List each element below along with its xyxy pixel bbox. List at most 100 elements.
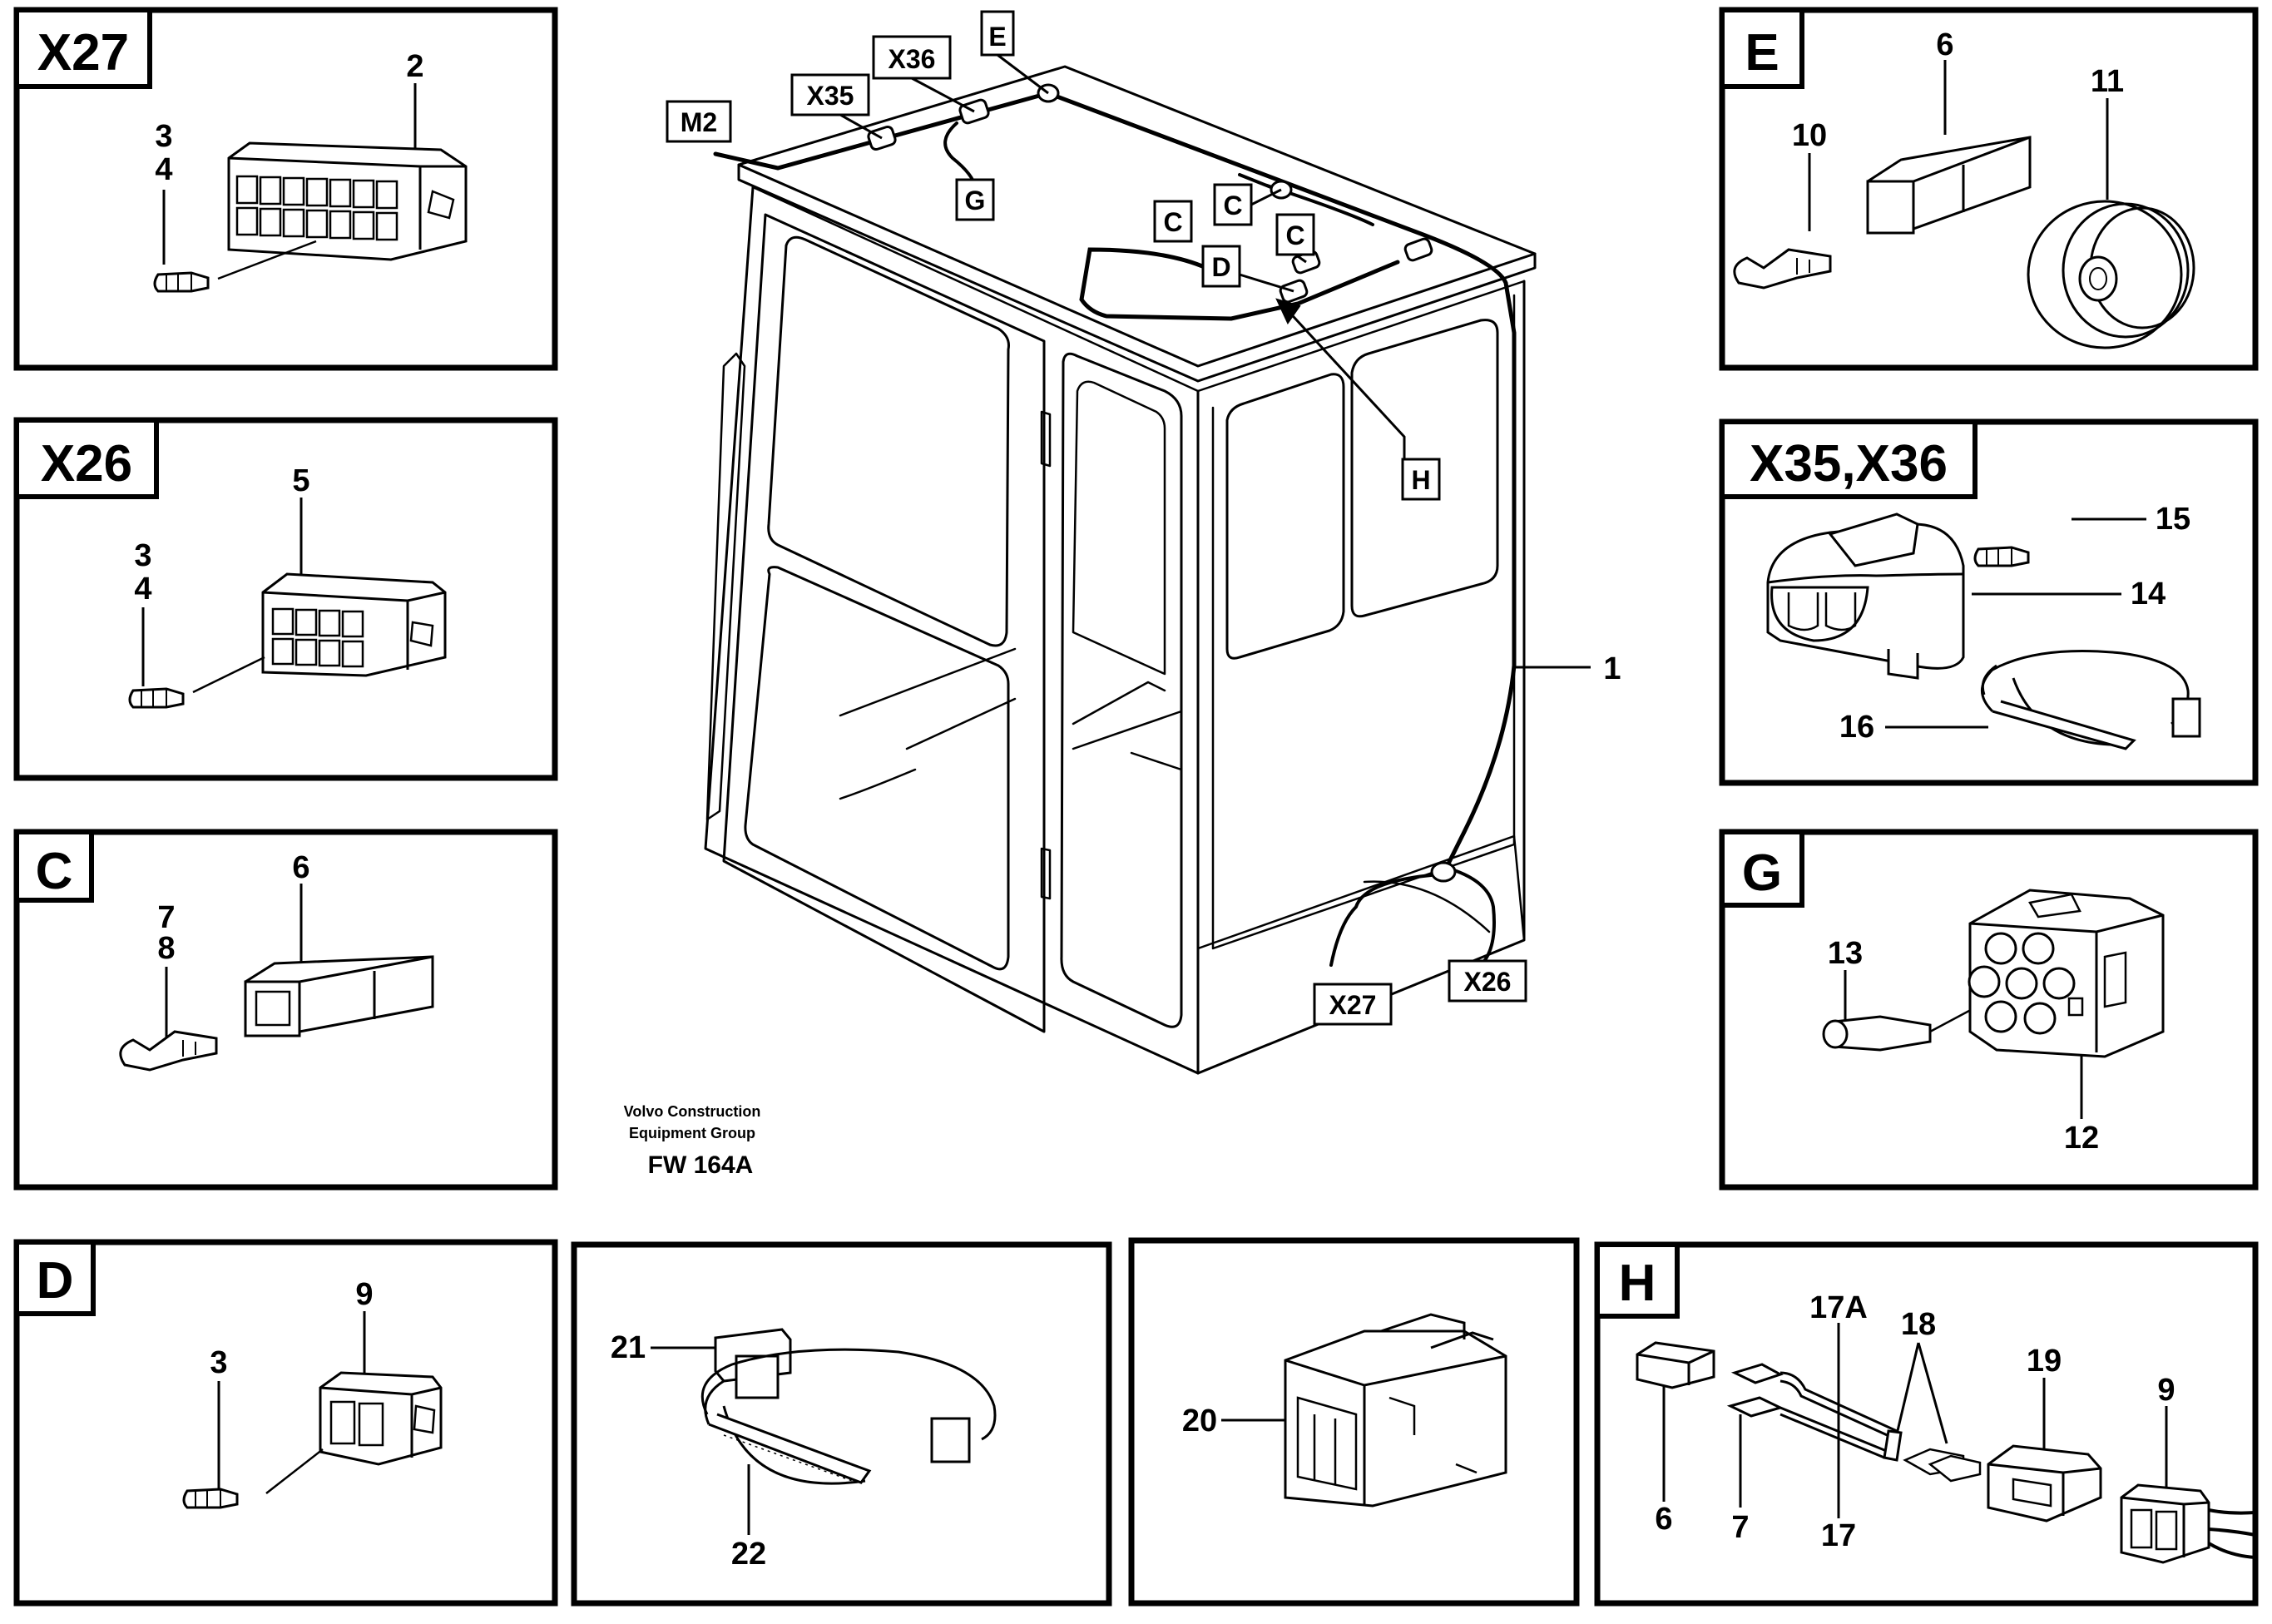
company-line-2: Equipment Group [629, 1125, 755, 1141]
panel-x27: X27 2 3 4 [13, 7, 558, 371]
panel-cable-ties-frame [571, 1241, 1112, 1607]
callout-x36: X36 [889, 44, 936, 74]
label-16: 16 [1839, 710, 1874, 745]
label-7: 7 [157, 900, 175, 935]
main-callouts: E X36 X35 M2 G C C C D H X27 X26 1 [666, 10, 1621, 1026]
panel-d-title-box [14, 1240, 96, 1316]
x35-terminal-pin [1973, 546, 2030, 567]
company-line-1: Volvo Construction [624, 1103, 761, 1120]
label-3: 3 [134, 538, 151, 573]
label-2: 2 [406, 49, 423, 84]
panel-housing-20-frame [1128, 1237, 1580, 1607]
callout-h: H [1411, 465, 1430, 495]
e-flat-terminal [1733, 248, 1832, 290]
label-1: 1 [1603, 651, 1621, 686]
panel-h-title-box [1595, 1242, 1680, 1319]
panel-g-frame [1719, 829, 2259, 1191]
panel-e-title-box [1720, 7, 1804, 89]
figure-code: FW 164A [648, 1151, 754, 1179]
cab-door [722, 213, 1046, 1033]
x27-wire-line [217, 240, 317, 280]
panel-c-frame [13, 829, 558, 1191]
callout-c-3: C [1285, 220, 1304, 250]
housing-20-body [1284, 1313, 1507, 1508]
cab-left-pillar [704, 186, 1200, 1075]
panel-d: D 9 3 [13, 1239, 558, 1607]
h-terminals [1903, 1448, 1982, 1483]
h-connector-9 [2120, 1483, 2256, 1564]
wiring-harness [713, 83, 1517, 967]
door-lower-window [744, 566, 1010, 971]
c-insulation-sleeve [244, 955, 434, 1037]
h-sleeve [1636, 1341, 1715, 1389]
x27-terminal-pin [153, 271, 210, 293]
x35-cable-tie [1981, 650, 2201, 750]
door-upper-window [767, 235, 1010, 647]
label-6: 6 [1936, 27, 1953, 62]
panel-e-title: E [1745, 24, 1779, 82]
panel-g-title-box [1720, 829, 1804, 908]
callout-m2: M2 [681, 107, 717, 137]
g-terminal-socket [1822, 1015, 1932, 1052]
panel-h-frame [1594, 1241, 2259, 1607]
g-connector-housing [1968, 889, 2165, 1058]
label-8: 8 [157, 931, 175, 966]
panel-c-title: C [36, 843, 73, 900]
panel-x26-frame [13, 417, 558, 781]
label-22: 22 [731, 1537, 766, 1572]
label-17: 17 [1821, 1518, 1856, 1553]
harness-roof-loop [1079, 247, 1400, 321]
panel-c: C 6 7 8 [13, 829, 558, 1191]
panel-c-title-box [14, 829, 94, 903]
panel-housing-20: 20 [1128, 1237, 1580, 1607]
label-20: 20 [1182, 1404, 1217, 1438]
callout-x35: X35 [807, 81, 854, 111]
label-18: 18 [1901, 1307, 1936, 1342]
callout-x27: X27 [1329, 990, 1377, 1020]
harness-main-run [1046, 91, 1517, 868]
callout-x26: X26 [1464, 967, 1512, 997]
callout-c-2: C [1223, 191, 1242, 220]
x27-connector-housing [227, 141, 468, 261]
label-19: 19 [2027, 1344, 2062, 1379]
callout-c-1: C [1163, 207, 1182, 237]
cable-tie-with-mount [700, 1328, 997, 1485]
panel-g-title: G [1742, 844, 1782, 902]
x26-connector-housing [261, 572, 447, 677]
panel-d-title: D [37, 1252, 74, 1310]
cab-illustration [704, 65, 1537, 1075]
cab-right-pillar [1196, 280, 1526, 1075]
label-5: 5 [292, 463, 309, 498]
label-12: 12 [2064, 1121, 2099, 1156]
panel-x27-title-box [14, 7, 152, 89]
d-terminal-pin [182, 1488, 239, 1509]
e-rubber-grommet [2027, 200, 2195, 349]
cab-front-window-left [1225, 373, 1345, 660]
label-11: 11 [2091, 64, 2124, 99]
panel-x35-x36-title: X35,X36 [1750, 435, 1948, 493]
callout-d: D [1211, 252, 1230, 282]
panel-x35-x36: X35,X36 15 14 16 [1719, 418, 2259, 786]
callout-g: G [965, 186, 986, 215]
panel-e: E 6 10 11 [1719, 7, 2259, 371]
label-3: 3 [210, 1345, 227, 1380]
label-10: 10 [1792, 118, 1827, 153]
label-3: 3 [155, 119, 172, 154]
e-insulation-sleeve [1866, 136, 2032, 235]
panel-cable-ties: 21 22 [571, 1241, 1112, 1607]
c-flat-terminal [119, 1030, 218, 1072]
label-21: 21 [611, 1330, 646, 1365]
h-jumper-wire [1726, 1363, 1903, 1462]
panel-x27-frame [13, 7, 558, 371]
panel-x35-x36-title-box [1720, 419, 1977, 499]
x26-terminal-pin [128, 687, 185, 709]
x35-connector-housing [1766, 512, 1965, 680]
diagram-footer: Volvo Construction Equipment Group FW 16… [624, 1103, 761, 1179]
panel-h: H 17A 18 19 9 6 7 17 [1594, 1241, 2259, 1607]
label-17a: 17A [1809, 1290, 1868, 1325]
cab-side-window [1060, 352, 1183, 1028]
label-15: 15 [2156, 502, 2190, 537]
panel-e-frame [1719, 7, 2259, 371]
